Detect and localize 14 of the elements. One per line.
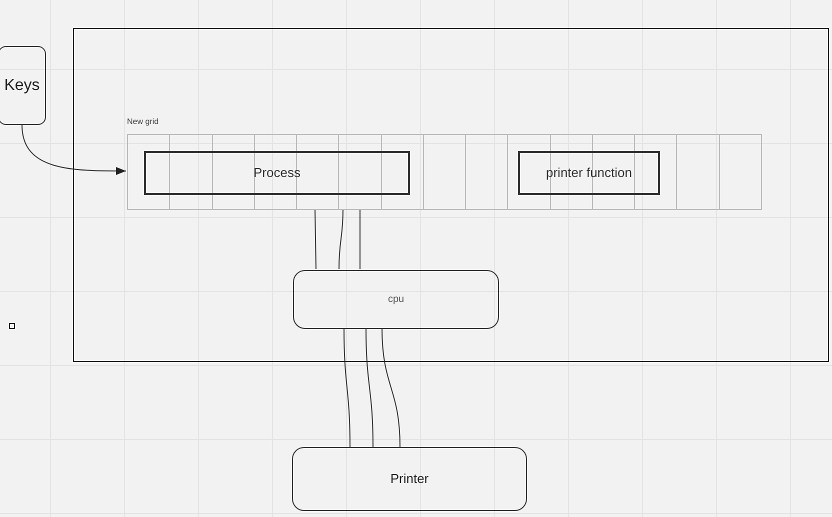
- printer-box: Printer: [292, 447, 527, 511]
- cpu-box: cpu: [293, 270, 499, 329]
- connector-line: [382, 328, 400, 448]
- connector-line: [366, 328, 374, 448]
- connector-line: [338, 208, 344, 270]
- container-frame: [73, 28, 829, 362]
- connector-line: [314, 208, 316, 270]
- connector-line: [344, 328, 350, 448]
- small-square-marker: [9, 323, 15, 329]
- keys-box: Keys: [0, 46, 46, 125]
- arrow: [22, 124, 126, 175]
- process-box: Process: [144, 151, 410, 195]
- function-box: printer function: [518, 151, 660, 195]
- grid-title: New grid: [127, 117, 159, 127]
